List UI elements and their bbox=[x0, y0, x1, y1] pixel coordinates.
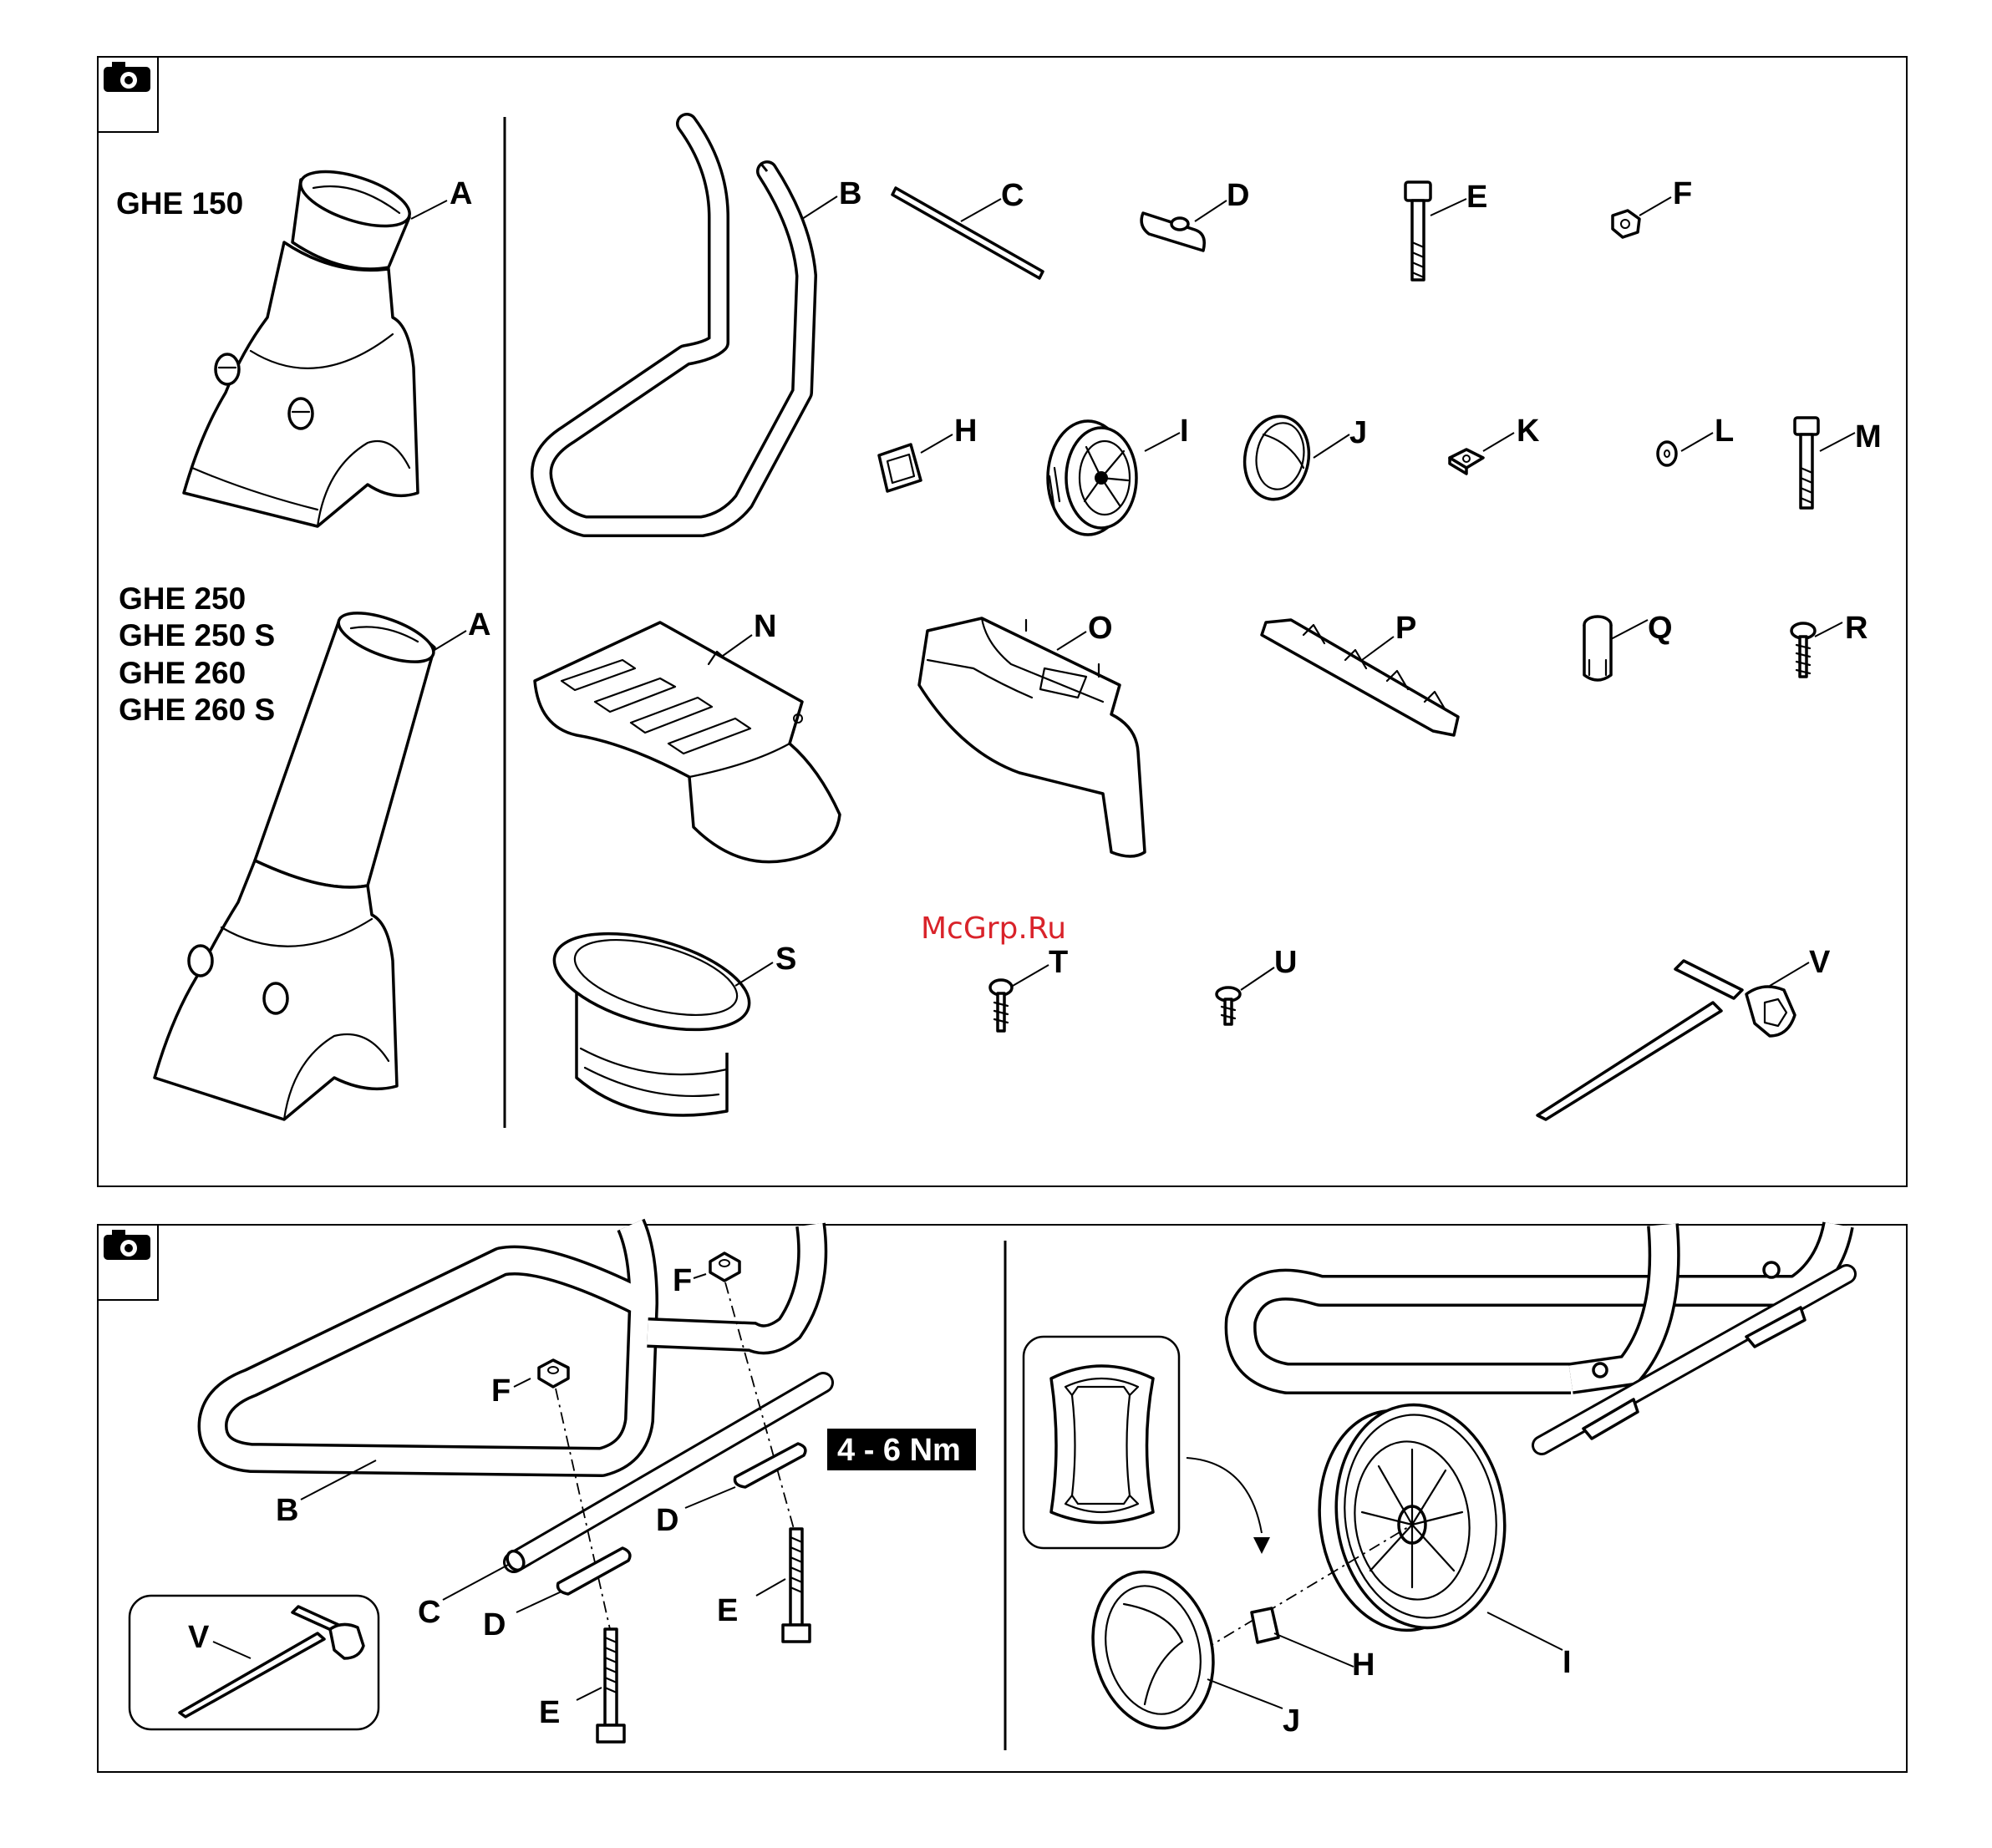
part-o-housing bbox=[919, 618, 1145, 856]
part-n-chute bbox=[535, 622, 840, 862]
label-e: E bbox=[1466, 180, 1487, 215]
label-f-assembly-2: F bbox=[673, 1263, 692, 1298]
part-m-bolt bbox=[1795, 418, 1818, 508]
part-h-clip bbox=[879, 444, 921, 491]
label-e-assembly-2: E bbox=[717, 1593, 738, 1628]
label-b-assembly: B bbox=[276, 1493, 298, 1528]
bolt-e-assembly-1 bbox=[597, 1629, 624, 1742]
label-m: M bbox=[1855, 419, 1882, 454]
label-c: C bbox=[1001, 178, 1024, 213]
label-f-assembly-1: F bbox=[491, 1373, 511, 1409]
label-j-assembly: J bbox=[1283, 1703, 1300, 1739]
part-v-spanner bbox=[1537, 961, 1795, 1119]
hubcap-j-assembly bbox=[1076, 1558, 1230, 1742]
part-i-wheel bbox=[1048, 421, 1136, 535]
label-t: T bbox=[1049, 945, 1068, 980]
label-f: F bbox=[1673, 176, 1692, 211]
label-j: J bbox=[1349, 415, 1367, 450]
part-d-bracket bbox=[1141, 213, 1204, 251]
label-i-assembly: I bbox=[1563, 1645, 1572, 1680]
label-a-2: A bbox=[468, 607, 490, 642]
part-e-bolt bbox=[1405, 182, 1430, 280]
label-d-assembly-1: D bbox=[483, 1607, 506, 1642]
part-r-screw bbox=[1791, 623, 1815, 677]
panel-parts-overview: GHE 150 GHE 250 GHE 250 S GHE 260 GHE 26… bbox=[98, 57, 1907, 1186]
model-ghe-260-s: GHE 260 S bbox=[119, 693, 275, 727]
label-d-assembly-2: D bbox=[656, 1503, 678, 1538]
label-u: U bbox=[1274, 945, 1297, 980]
nut-f-assembly-1 bbox=[539, 1360, 568, 1387]
model-ghe-250-s: GHE 250 S bbox=[119, 618, 275, 652]
inset-spanner-v bbox=[130, 1596, 379, 1729]
label-h-assembly: H bbox=[1352, 1647, 1375, 1683]
torque-badge: 4 - 6 Nm bbox=[827, 1429, 976, 1470]
panel-assembly-steps: B C F F D bbox=[98, 1225, 1907, 1772]
part-u-screw bbox=[1217, 987, 1240, 1024]
nut-f-assembly-2 bbox=[710, 1253, 739, 1281]
label-n: N bbox=[754, 609, 776, 644]
frame-wheel-assembly bbox=[1241, 1225, 1847, 1445]
label-p: P bbox=[1395, 611, 1416, 646]
bolt-e-assembly-2 bbox=[783, 1529, 810, 1642]
label-k: K bbox=[1517, 414, 1540, 449]
label-a-1: A bbox=[450, 176, 472, 211]
part-s-funnel-ring bbox=[544, 916, 760, 1115]
model-ghe-260: GHE 260 bbox=[119, 656, 246, 690]
axle-c-assembly bbox=[504, 1383, 823, 1573]
part-b-frame bbox=[541, 124, 806, 526]
label-q: Q bbox=[1648, 611, 1673, 646]
label-v-assembly: V bbox=[188, 1620, 210, 1655]
label-c-assembly: C bbox=[418, 1595, 440, 1630]
camera-icon bbox=[98, 57, 158, 132]
part-t-screw bbox=[990, 980, 1012, 1031]
part-q-pin bbox=[1584, 617, 1611, 680]
label-b: B bbox=[839, 176, 861, 211]
bracket-d-assembly-2 bbox=[735, 1444, 805, 1487]
torque-value: 4 - 6 Nm bbox=[837, 1433, 961, 1468]
camera-icon bbox=[98, 1225, 158, 1300]
inset-clip-detail bbox=[1024, 1337, 1179, 1548]
wheel-i-assembly bbox=[1306, 1394, 1519, 1641]
label-o: O bbox=[1088, 611, 1113, 646]
part-f-nut bbox=[1613, 211, 1639, 237]
label-i: I bbox=[1180, 414, 1189, 449]
label-l: L bbox=[1715, 414, 1734, 449]
label-s: S bbox=[775, 942, 796, 977]
watermark: McGrp.Ru bbox=[921, 911, 1066, 946]
label-e-assembly-1: E bbox=[539, 1695, 560, 1730]
clip-h-assembly bbox=[1252, 1608, 1278, 1642]
part-k-square-nut bbox=[1450, 449, 1483, 474]
label-h: H bbox=[954, 414, 977, 449]
model-ghe-250: GHE 250 bbox=[119, 581, 246, 616]
label-d: D bbox=[1227, 178, 1249, 213]
part-p-bracket-bar bbox=[1262, 620, 1458, 735]
part-l-washer bbox=[1658, 442, 1676, 465]
label-v: V bbox=[1809, 945, 1831, 980]
part-j-hubcap bbox=[1238, 411, 1315, 505]
label-r: R bbox=[1845, 611, 1868, 646]
model-ghe-150: GHE 150 bbox=[116, 186, 243, 221]
